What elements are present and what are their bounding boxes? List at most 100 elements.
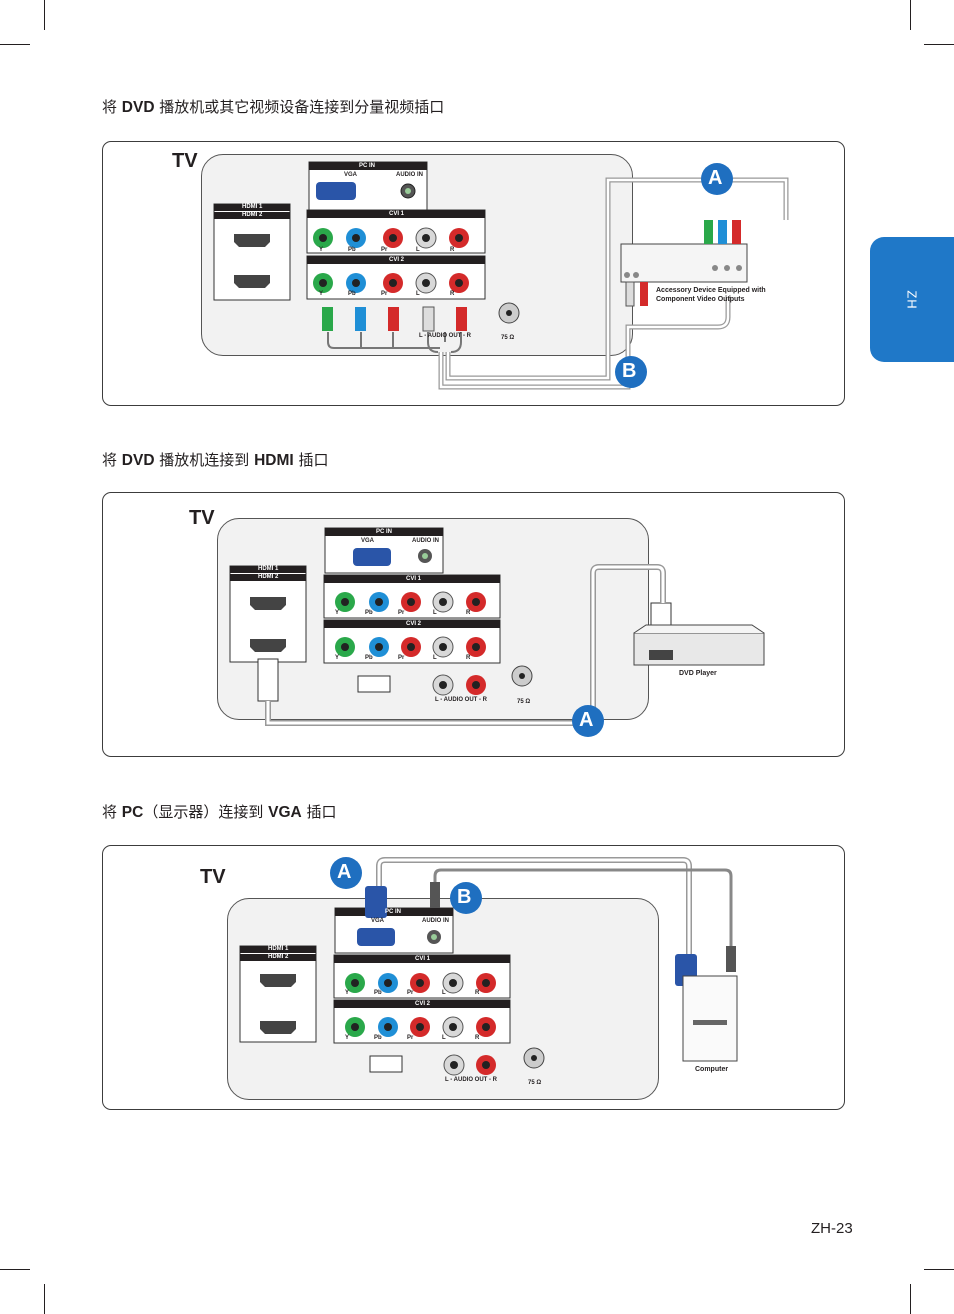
jack-label: Y [335,655,340,661]
pc-in-label: PC IN [359,163,376,169]
language-tab: ZH [870,237,954,362]
jack-label: L [416,291,420,297]
jack-label: L [433,655,437,661]
dvd-player-caption: DVD Player [679,670,717,677]
jack-label: R [450,247,455,253]
language-tab-label: ZH [904,289,920,310]
audio-in-label: AUDIO IN [422,918,449,924]
callout-a-badge [572,705,604,737]
audio-out-label: L - AUDIO OUT - R [419,333,471,339]
callout-b-badge [615,356,647,388]
plug-icon [422,306,435,332]
plug-icon [456,307,467,331]
hdmi2-label: HDMI 2 [268,954,289,960]
audio-plug-icon [726,946,736,972]
hdmi-port-icon [260,1021,296,1034]
cvi1-label: CVI 1 [389,211,405,217]
diagram-art [213,161,789,390]
hdmi-port-icon [250,597,286,610]
hdmi1-label: HDMI 1 [258,566,279,572]
page-number: ZH-23 [811,1220,853,1237]
jack-label: R [475,1035,480,1041]
ohm-label: 75 Ω [517,699,531,705]
cvi-1-jacks [345,972,496,994]
callout-a-badge [701,163,733,195]
hdmi1-label: HDMI 1 [268,946,289,952]
cvi-2-jacks [335,636,486,658]
hdmi2-label: HDMI 2 [242,212,263,218]
accessory-device-caption: Accessory Device Equipped with Component… [656,287,766,303]
section-3-heading: 将 PC（显示器）连接到 VGA 插口 [102,803,337,821]
cvi1-label: CVI 1 [406,576,422,582]
hdmi2-label: HDMI 2 [258,574,279,580]
cvi-1-jacks [335,591,486,613]
vga-label: VGA [371,918,385,924]
hdmi-port-icon [234,275,270,288]
callout-a-badge [330,857,362,889]
ohm-label: 75 Ω [528,1080,542,1086]
cvi2-label: CVI 2 [389,257,405,263]
audio-out-label: L - AUDIO OUT - R [435,697,487,703]
pc-in-label: PC IN [385,909,402,915]
diagram-panel-vga: TV [102,845,845,1110]
callout-a: A [708,167,723,189]
vga-port-icon [316,182,356,200]
jack-label: Pr [407,1035,414,1041]
crop-mark [924,44,954,45]
jack-label: Pr [407,990,414,996]
jack-label: Pb [348,247,356,253]
jack-label: Y [345,990,350,996]
plug-icon [718,220,727,244]
callout-b-badge [450,882,482,914]
cvi-1-jacks [313,227,469,249]
crop-mark [910,1284,911,1314]
audio-in-label: AUDIO IN [412,538,439,544]
plug-icon [704,220,713,244]
jack-label: R [475,990,480,996]
computer-caption: Computer [695,1066,729,1073]
jack-label: R [466,610,471,616]
crop-mark [910,0,911,30]
vga-label: VGA [344,172,358,178]
jack-label: Pb [365,655,373,661]
plug-icon [322,307,333,331]
jack-label: Pr [381,247,388,253]
jack-label: Y [319,291,324,297]
audio-in-label: AUDIO IN [396,172,423,178]
jack-label: Y [319,247,324,253]
jack-label: L [416,247,420,253]
plug-icon [732,220,741,244]
plug-icon [625,281,635,307]
plug-icon [640,282,648,306]
audio-out-label: L - AUDIO OUT - R [445,1077,497,1083]
jack-label: Pb [348,291,356,297]
jack-label: Pb [365,610,373,616]
jack-label: R [450,291,455,297]
tv-label: TV [200,866,226,888]
pc-in-label: PC IN [376,529,393,535]
jack-label: Y [345,1035,350,1041]
tv-label: TV [172,150,198,172]
hdmi-port-icon [649,650,673,660]
service-port-icon [357,675,391,693]
cvi2-label: CVI 2 [406,621,422,627]
diagram-art [229,527,765,737]
jack-label: R [466,655,471,661]
cvi-2-jacks [345,1016,496,1038]
plug-icon [388,307,399,331]
service-port-icon [369,1055,403,1073]
jack-label: Pr [398,610,405,616]
section-1-heading: 将 DVD 播放机或其它视频设备连接到分量视频插口 [102,98,445,116]
callout-a: A [579,709,594,731]
crop-mark [0,1269,30,1270]
jack-label: L [442,1035,446,1041]
hdmi1-label: HDMI 1 [242,204,263,210]
crop-mark [44,0,45,30]
hdmi-port-icon [250,639,286,652]
jack-label: Y [335,610,340,616]
crop-mark [44,1284,45,1314]
audio-plug-icon [430,882,440,908]
jack-label: Pb [374,990,382,996]
hdmi-port-icon [234,234,270,247]
jack-label: Pr [398,655,405,661]
